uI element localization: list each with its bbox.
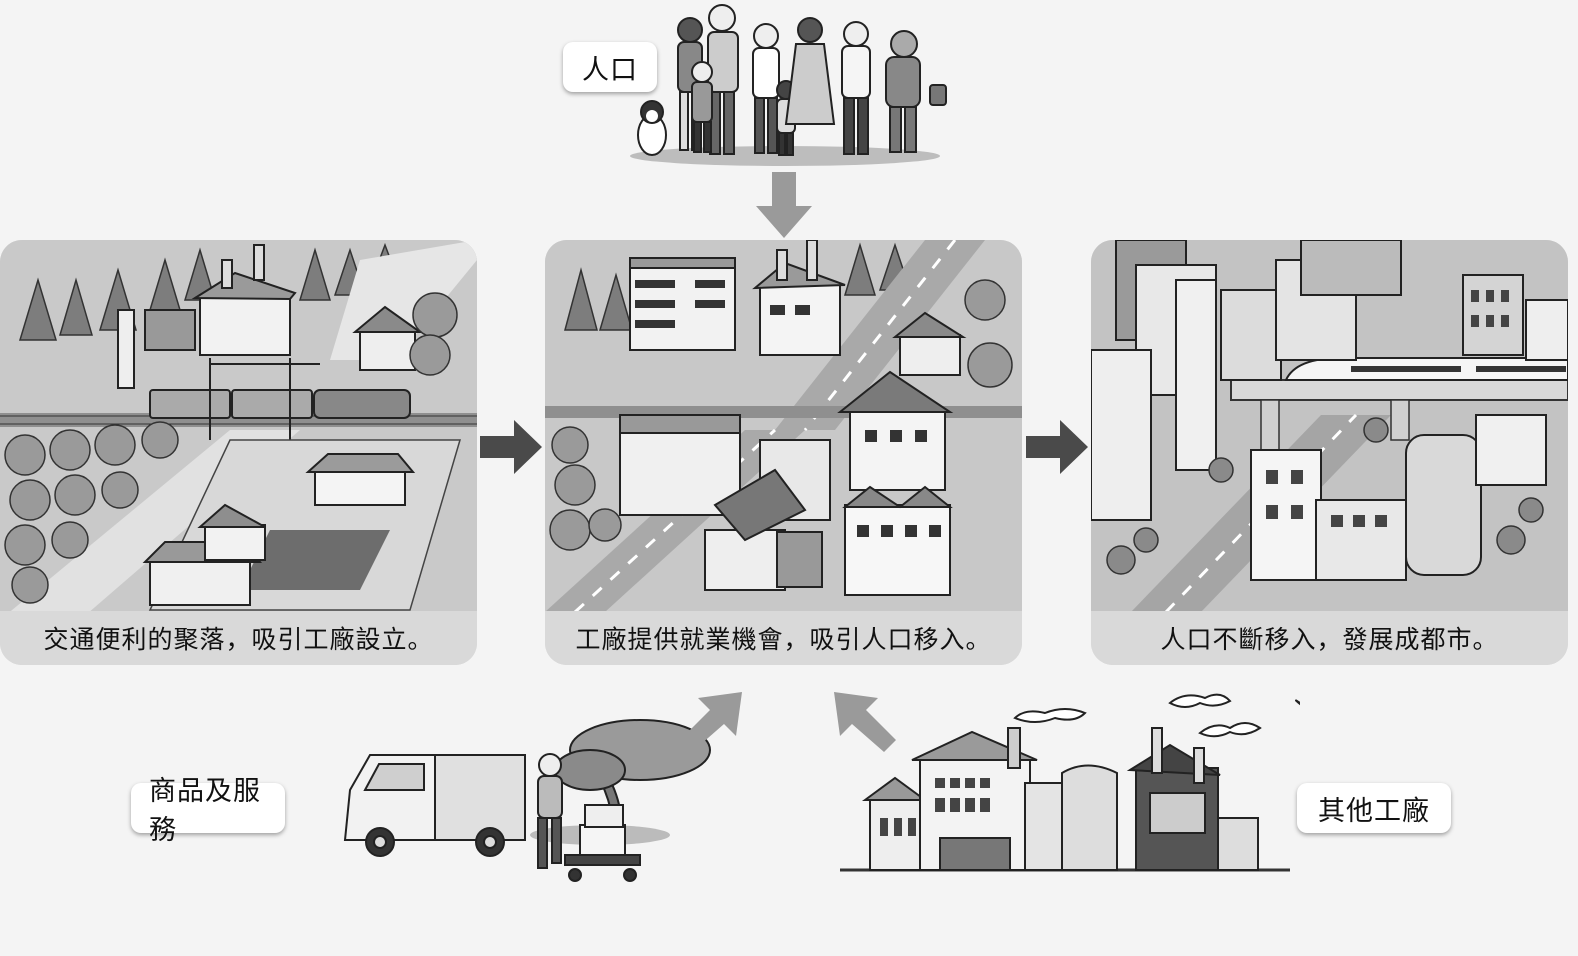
town-scene	[545, 240, 1022, 612]
arrow-right-1	[480, 420, 542, 474]
other-factories-illustration	[840, 693, 1300, 872]
arrow-factories-to-town	[834, 692, 896, 752]
panel-town-caption: 工廠提供就業機會，吸引人口移入。	[545, 611, 1022, 665]
panel-city-caption: 人口不斷移入，發展成都市。	[1091, 611, 1568, 665]
delivery-truck-illustration	[343, 719, 711, 882]
panel-city: 人口不斷移入，發展成都市。	[1091, 240, 1568, 665]
other-factories-label: 其他工廠	[1297, 783, 1451, 833]
dog-icon	[637, 100, 667, 156]
arrow-goods-to-town	[680, 692, 742, 752]
panel-village-caption: 交通便利的聚落，吸引工廠設立。	[0, 611, 477, 665]
village-scene	[0, 240, 477, 612]
tree-icon	[554, 719, 711, 861]
arrow-down-population	[756, 172, 812, 238]
factory-icon	[861, 727, 1259, 871]
truck-icon	[343, 754, 526, 857]
panel-town: 工廠提供就業機會，吸引人口移入。	[545, 240, 1022, 665]
other-factories-label-text: 其他工廠	[1318, 795, 1430, 827]
population-label: 人口	[563, 42, 657, 92]
smoke-icon	[1013, 693, 1300, 738]
arrow-right-2	[1026, 420, 1088, 474]
delivery-worker-icon	[537, 753, 641, 882]
population-label-text: 人口	[582, 54, 638, 86]
goods-services-label-text: 商品及服務	[149, 776, 261, 846]
family-illustration	[630, 4, 947, 166]
city-scene	[1091, 240, 1568, 612]
panel-village: 交通便利的聚落，吸引工廠設立。	[0, 240, 477, 665]
goods-services-label: 商品及服務	[131, 776, 285, 846]
